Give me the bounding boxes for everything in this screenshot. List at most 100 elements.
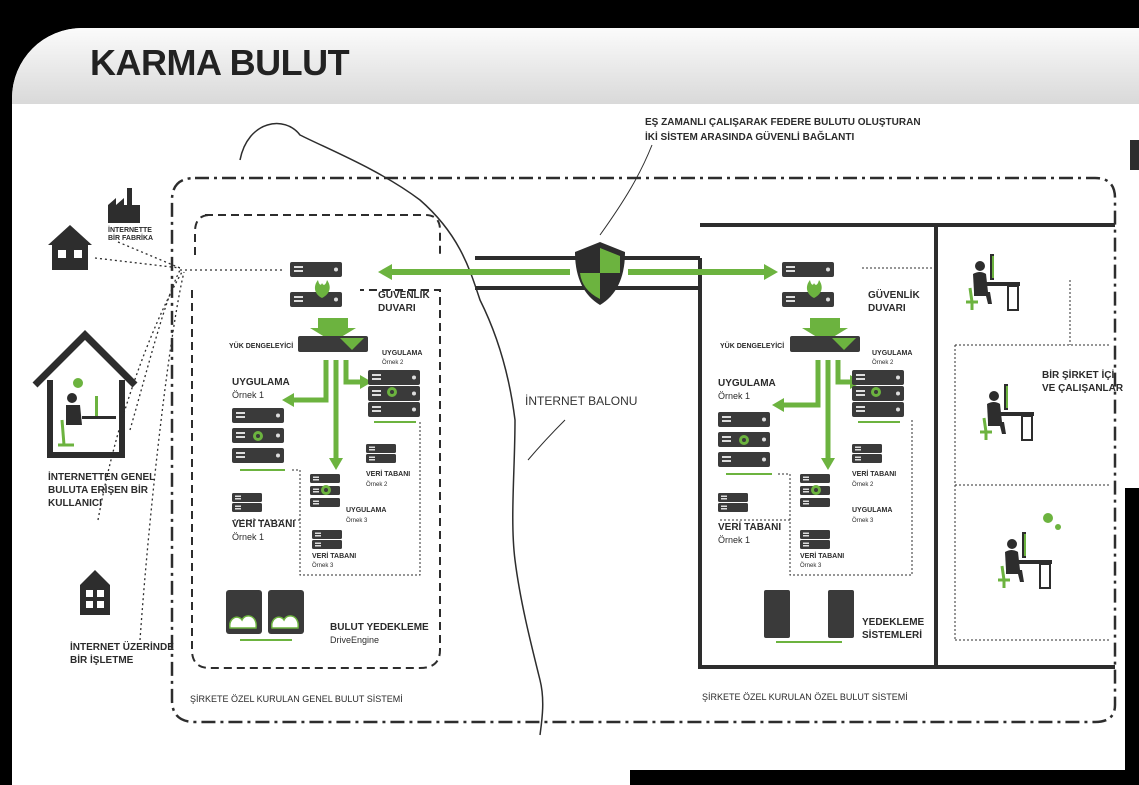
- private-app3-server: [800, 474, 830, 507]
- slide: KARMA BULUT: [12, 28, 1139, 785]
- arrow-left-icon: [378, 264, 392, 280]
- federated-cloud-boundary: [170, 176, 1117, 724]
- private-backup-label-1: YEDEKLEME: [862, 617, 925, 628]
- public-cloud-top-region: [194, 214, 441, 255]
- business-label-1: İNTERNET ÜZERİNDE: [70, 640, 174, 653]
- private-db1-server: [718, 493, 748, 512]
- public-app1-sub: Örnek 1: [232, 390, 264, 400]
- user-connections: [94, 241, 285, 641]
- public-user-label-3: KULLANICI: [48, 498, 102, 509]
- private-lb-arrows: [782, 360, 852, 460]
- public-app3-server: [310, 474, 340, 507]
- employees-label-2: VE ÇALIŞANLAR: [1042, 383, 1124, 394]
- employee-3-icon: [996, 530, 1054, 590]
- private-firewall-server: [782, 262, 834, 307]
- arrow-right-icon: [360, 375, 372, 389]
- factory-icon: [108, 188, 140, 223]
- public-app2-title: UYGULAMA: [382, 350, 422, 357]
- public-app2-server: [368, 370, 420, 423]
- public-db3-server: [312, 530, 342, 549]
- public-cloud-caption: ŞİRKETE ÖZEL KURULAN GENEL BULUT SİSTEMİ: [190, 694, 403, 704]
- public-load-balancer: [298, 336, 368, 352]
- public-backup-sub: DriveEngine: [330, 635, 379, 645]
- private-db3-server: [800, 530, 830, 549]
- public-user-label-2: BULUTA ERİŞEN BİR: [48, 483, 149, 496]
- public-db-links: [232, 420, 421, 576]
- internet-bubble-pointer: [527, 419, 566, 461]
- private-db1-title: VERİ TABANI: [718, 520, 781, 533]
- private-app2-title: UYGULAMA: [872, 350, 912, 357]
- private-app1-sub: Örnek 1: [718, 391, 750, 401]
- public-firewall-label-1: GÜVENLİK: [378, 288, 430, 301]
- private-cloud-caption: ŞİRKETE ÖZEL KURULAN ÖZEL BULUT SİSTEMİ: [702, 692, 908, 702]
- employees-label-1: BİR ŞİRKET İÇİ: [1042, 368, 1114, 381]
- firewall-down-arrow-icon: [310, 318, 356, 342]
- firewall-down-arrow-icon: [802, 318, 848, 342]
- private-backup-servers: [764, 590, 854, 643]
- public-db3-sub: Örnek 3: [312, 562, 334, 569]
- private-backup-label-2: SİSTEMLERİ: [862, 628, 922, 641]
- business-label-2: BİR İŞLETME: [70, 653, 134, 666]
- public-app3-sub: Örnek 3: [346, 517, 368, 524]
- private-db2-sub: Örnek 2: [852, 481, 874, 488]
- shield-icon: [575, 242, 625, 305]
- arrow-right-icon: [764, 264, 778, 280]
- public-firewall-server: [290, 262, 342, 307]
- public-lb-arrows: [292, 360, 362, 460]
- edge-bar: [1125, 488, 1139, 778]
- private-app3-sub: Örnek 3: [852, 517, 874, 524]
- private-db-links: [720, 267, 936, 576]
- private-db2-title: VERİ TABANI: [852, 470, 896, 478]
- public-backup-servers: [226, 590, 304, 641]
- employee-1-icon: [964, 252, 1022, 312]
- edge-bar: [630, 770, 1139, 785]
- slide-title: KARMA BULUT: [90, 42, 350, 83]
- private-db1-sub: Örnek 1: [718, 535, 750, 545]
- private-lb-label: YÜK DENGELEYİCİ: [720, 341, 784, 350]
- public-app2-sub: Örnek 2: [382, 359, 404, 366]
- arrow-left-icon: [282, 393, 294, 407]
- private-app1-server: [718, 412, 772, 475]
- public-user-label-1: İNTERNETTEN GENEL: [48, 470, 155, 483]
- employee-2-icon: [978, 382, 1036, 442]
- internet-bubble-outline: [239, 122, 544, 736]
- private-app3-title: UYGULAMA: [852, 507, 892, 514]
- callout-line-1: EŞ ZAMANLI ÇALIŞARAK FEDERE BULUTU OLUŞT…: [645, 117, 921, 128]
- private-db2-server: [852, 444, 882, 463]
- factory-label-1: İNTERNETTE: [108, 226, 152, 234]
- private-app2-server: [852, 370, 904, 423]
- public-cloud-region: [191, 289, 441, 669]
- private-firewall-label-2: DUVARI: [868, 303, 906, 314]
- edge-bar: [1130, 140, 1139, 170]
- office-building-icon: [80, 570, 110, 615]
- private-firewall-label-1: GÜVENLİK: [868, 288, 920, 301]
- factory-label-2: BİR FABRİKA: [108, 234, 153, 242]
- public-app3-title: UYGULAMA: [346, 507, 386, 514]
- title-bar: KARMA BULUT: [12, 28, 1139, 104]
- public-db1-title: VERİ TABANI: [232, 517, 295, 530]
- arrow-left-icon: [772, 398, 784, 412]
- public-db1-server: [232, 493, 262, 512]
- public-db2-title: VERİ TABANI: [366, 470, 410, 478]
- gear-icon: [1043, 513, 1053, 523]
- private-cloud-border-left: [698, 258, 1115, 669]
- public-db2-server: [366, 444, 396, 463]
- private-load-balancer: [790, 336, 860, 352]
- public-db1-sub: Örnek 1: [232, 532, 264, 542]
- private-app2-sub: Örnek 2: [872, 359, 894, 366]
- private-db3-sub: Örnek 3: [800, 562, 822, 569]
- private-app1-title: UYGULAMA: [718, 378, 776, 389]
- employee-grid: [954, 280, 1110, 641]
- home-user-icon: [32, 330, 138, 458]
- arrow-down-icon: [329, 458, 343, 470]
- callout-line-2: İKİ SİSTEM ARASINDA GÜVENLİ BAĞLANTI: [645, 130, 854, 143]
- public-lb-label: YÜK DENGELEYİCİ: [229, 341, 293, 350]
- public-app1-server: [232, 408, 285, 471]
- public-db3-title: VERİ TABANI: [312, 552, 356, 560]
- arrow-down-icon: [821, 458, 835, 470]
- callout-pointer: [599, 144, 653, 236]
- internet-bubble-label: İNTERNET BALONU: [525, 394, 637, 408]
- private-db3-title: VERİ TABANI: [800, 552, 844, 560]
